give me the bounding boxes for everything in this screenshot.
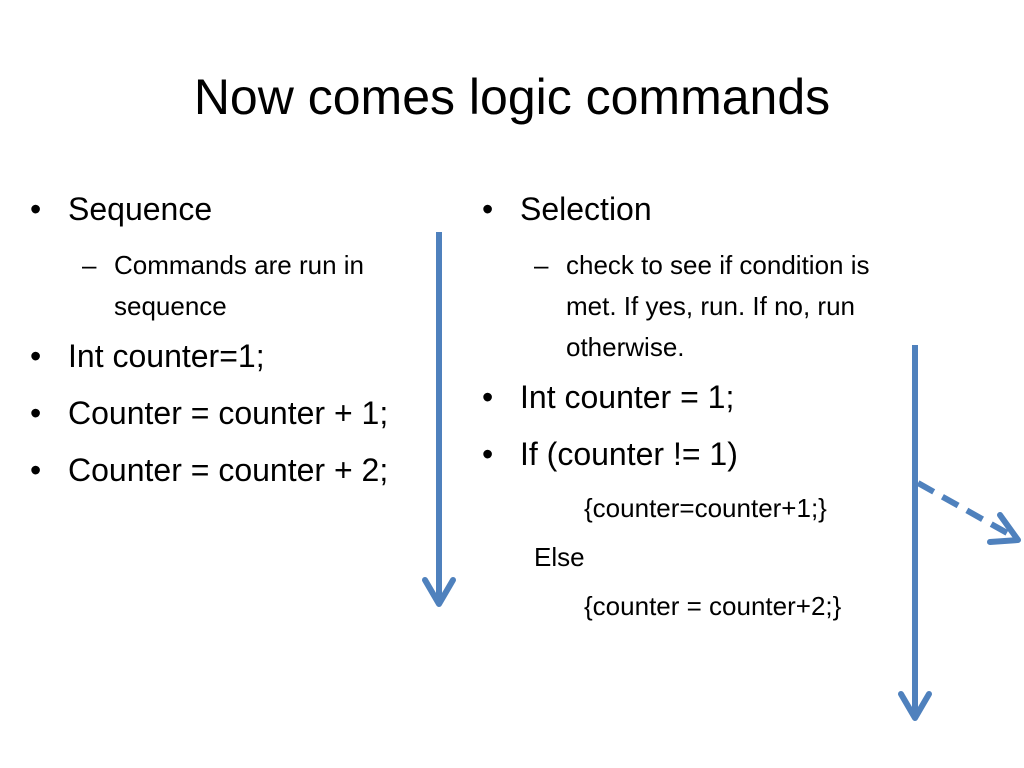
bullet-counter-plus-2: • Counter = counter + 2; <box>30 449 450 491</box>
bullet-icon: • <box>30 338 42 374</box>
bullet-counter-plus-1: • Counter = counter + 1; <box>30 392 450 434</box>
selection-arrow-icon <box>898 345 932 721</box>
selection-description-text: check to see if condition is met. If yes… <box>566 250 870 362</box>
bullet-icon: • <box>30 395 42 431</box>
then-block: {counter=counter+1;} <box>584 493 827 523</box>
selection-description: – check to see if condition is met. If y… <box>482 245 912 368</box>
sequence-arrow-icon <box>422 232 456 607</box>
bullet-sequence: • Sequence <box>30 188 450 230</box>
bullet-icon: • <box>30 452 42 488</box>
else-label: Else <box>534 542 585 572</box>
bullet-if-condition: • If (counter != 1) <box>482 433 912 475</box>
sequence-description-text: Commands are run in sequence <box>114 250 364 321</box>
bullet-int-counter: • Int counter=1; <box>30 335 450 377</box>
selection-column: • Selection – check to see if condition … <box>482 188 912 490</box>
else-branch-dashed-arrow-icon <box>916 480 1021 545</box>
counter-plus-1-text: Counter = counter + 1; <box>68 395 389 431</box>
bullet-icon: • <box>482 436 494 472</box>
int-counter-text: Int counter=1; <box>68 338 265 374</box>
bullet-icon: • <box>482 191 494 227</box>
bullet-icon: • <box>30 191 42 227</box>
bullet-int-counter-eq: • Int counter = 1; <box>482 376 912 418</box>
counter-plus-2-text: Counter = counter + 2; <box>68 452 389 488</box>
selection-heading: Selection <box>520 191 652 227</box>
dash-icon: – <box>82 250 97 280</box>
sequence-description: – Commands are run in sequence <box>30 245 450 327</box>
if-condition-text: If (counter != 1) <box>520 436 738 472</box>
else-block: {counter = counter+2;} <box>584 591 842 621</box>
sequence-column: • Sequence – Commands are run in sequenc… <box>30 188 450 506</box>
slide-title: Now comes logic commands <box>193 69 831 125</box>
dash-icon: – <box>534 250 549 280</box>
int-counter-eq-text: Int counter = 1; <box>520 379 735 415</box>
bullet-selection: • Selection <box>482 188 912 230</box>
bullet-icon: • <box>482 379 494 415</box>
sequence-heading: Sequence <box>68 191 213 227</box>
